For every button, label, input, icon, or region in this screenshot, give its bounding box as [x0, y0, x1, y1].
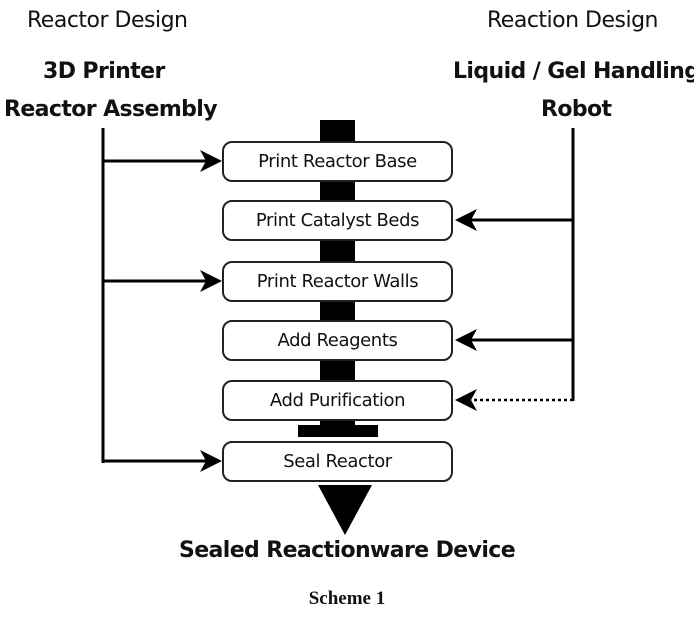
- step-label: Print Reactor Base: [258, 151, 417, 172]
- step-label: Print Catalyst Beds: [255, 210, 420, 231]
- arrowhead-icon: [455, 209, 477, 231]
- right-tool-line1: Liquid / Gel Handling: [453, 59, 694, 84]
- arrowhead-icon: [200, 270, 222, 292]
- output-label: Sealed Reactionware Device: [178, 538, 516, 563]
- left-tool-line2: Reactor Assembly: [4, 97, 218, 122]
- arrowhead-icon: [200, 450, 222, 472]
- figure-caption: Scheme 1: [308, 588, 386, 609]
- arrowhead-icon: [200, 150, 222, 172]
- right-header: Reaction Design: [487, 8, 659, 33]
- step-seal-reactor: Seal Reactor: [222, 441, 453, 482]
- step-print-reactor-walls: Print Reactor Walls: [222, 261, 453, 302]
- output-arrow-icon: [318, 485, 372, 535]
- left-header: Reactor Design: [27, 8, 188, 33]
- step-add-purification: Add Purification: [222, 380, 453, 421]
- step-label: Add Reagents: [277, 330, 398, 351]
- step-label: Seal Reactor: [283, 451, 392, 472]
- arrowhead-icon: [455, 329, 477, 351]
- arrowhead-icon: [455, 389, 477, 411]
- step-label: Print Reactor Walls: [256, 271, 419, 292]
- step-label: Add Purification: [269, 390, 406, 411]
- step-print-catalyst-beds: Print Catalyst Beds: [222, 200, 453, 241]
- left-tool-line1: 3D Printer: [43, 59, 165, 84]
- step-add-reagents: Add Reagents: [222, 320, 453, 361]
- right-tool-line2: Robot: [541, 97, 612, 122]
- step-print-reactor-base: Print Reactor Base: [222, 141, 453, 182]
- spine-flare: [298, 425, 378, 437]
